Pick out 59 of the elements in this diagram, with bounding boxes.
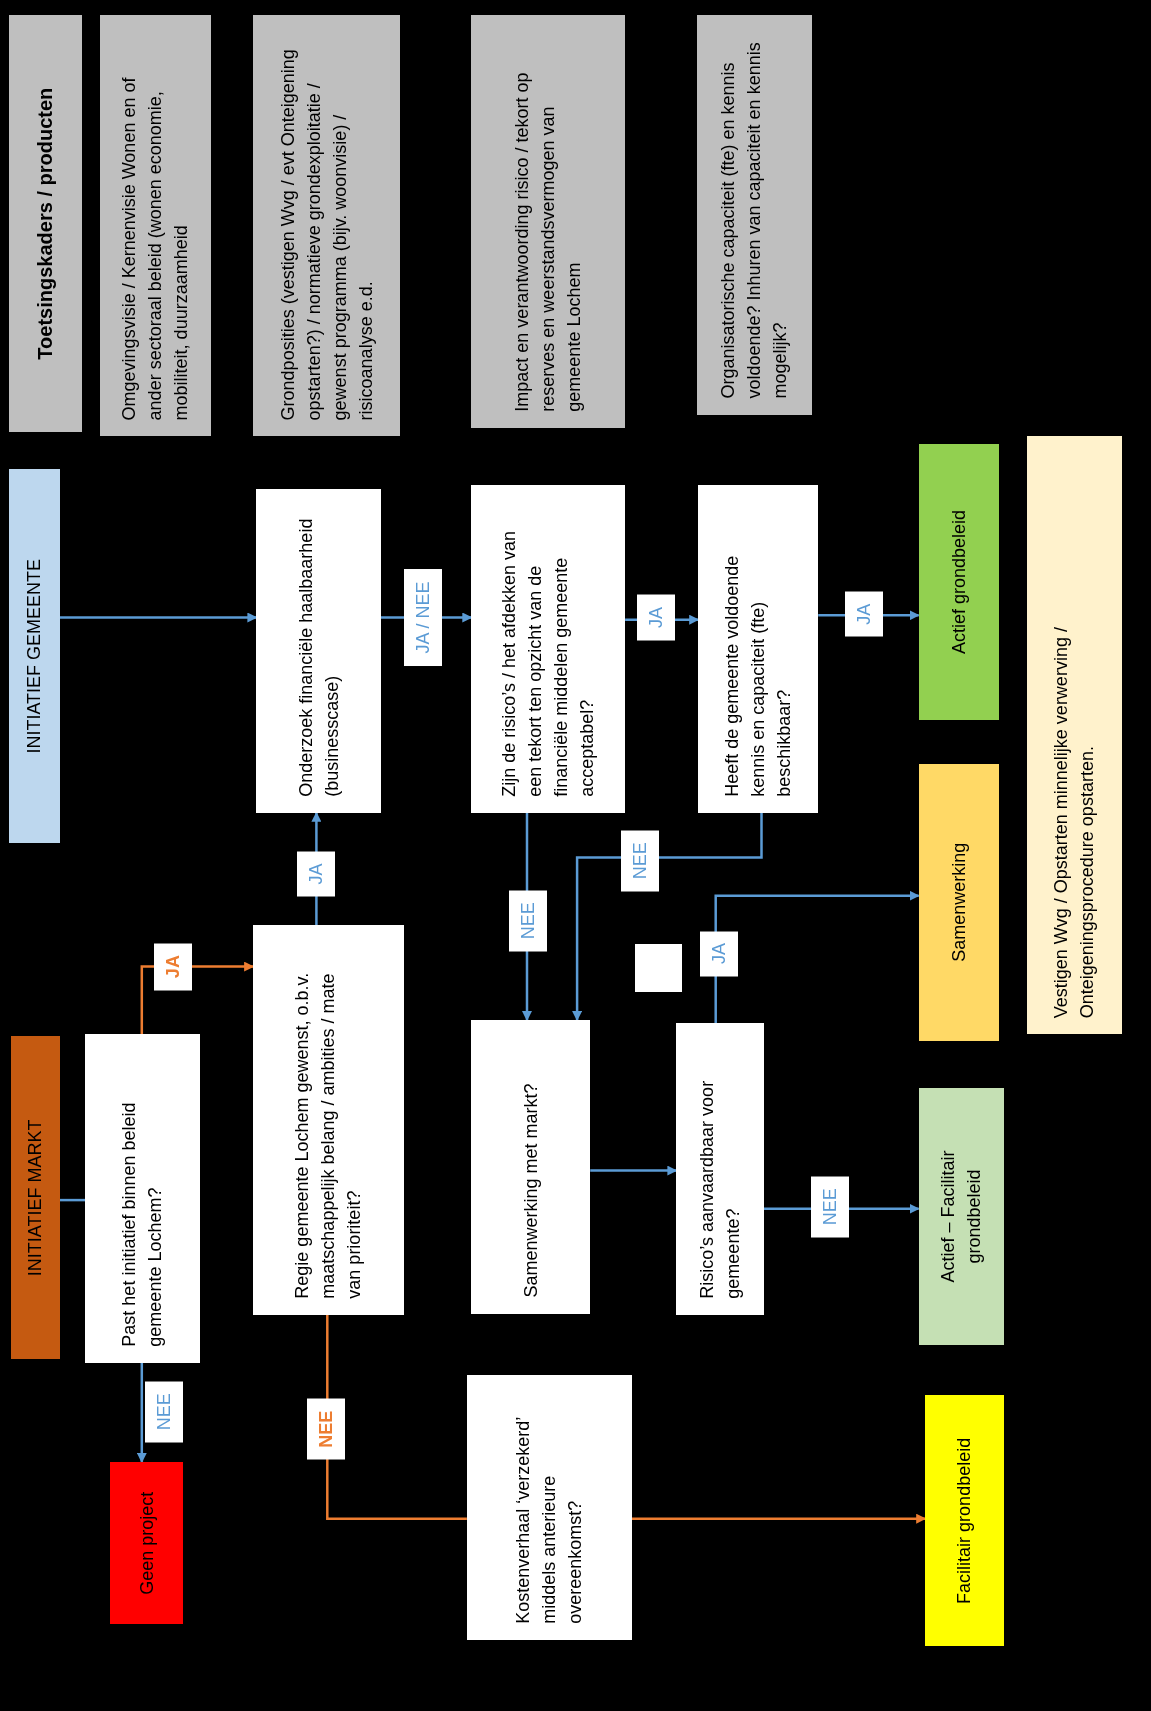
empty-box <box>634 943 682 992</box>
edge-label: JA <box>297 851 336 897</box>
outcome-box <box>918 1087 1004 1346</box>
node-text: Onderzoek financiële haalbaarheid (businesscase) <box>294 517 343 797</box>
outcome-box <box>110 1461 184 1625</box>
connector-arrow <box>572 812 763 1022</box>
connector-arrow <box>631 1513 927 1524</box>
edge-label: JA <box>636 595 675 640</box>
outcome-box <box>918 763 1000 1041</box>
decision-box <box>471 1020 591 1314</box>
node-text: Zijn de risico’s / het afdekken van een tekort ten opzicht van de financiële middelen gemeente acceptabel? <box>498 530 599 797</box>
header-bar <box>8 15 82 433</box>
node-text: Actief – Facilitair grondbeleid <box>937 1149 986 1285</box>
node-text: Past het initiatief binnen beleid gemeente Lochem? <box>118 1101 167 1347</box>
decision-box <box>85 1034 200 1363</box>
header-bar <box>10 1036 60 1360</box>
outcome-box <box>918 444 1000 721</box>
node-text: Samenwerking met markt? <box>519 1083 542 1298</box>
outcome-box <box>925 1395 1004 1647</box>
node-text: Vestigen Wvg / Opstarten minnelijke verwerving / Onteigeningsprocedure opstarten. <box>1050 626 1099 1019</box>
edge-label: JA / NEE <box>404 569 443 666</box>
info-box <box>697 15 812 415</box>
node-text: INITIATIEF GEMEENTE <box>23 558 46 754</box>
node-text: INITIATIEF MARKT <box>24 1119 47 1277</box>
node-text: Impact en verantwoording risico / tekort op reserves en weerstandsvermogen van gemeente Lochem <box>511 71 586 412</box>
edge-label: JA <box>845 591 884 637</box>
connector-arrow <box>60 612 258 623</box>
node-text: Toetsingskaders / producten <box>33 87 58 360</box>
decision-box <box>698 485 819 813</box>
connector-arrow <box>136 1362 147 1463</box>
edge-label: NEE <box>307 1398 346 1460</box>
info-box <box>100 15 211 437</box>
node-text: Regie gemeente Lochem gewenst, o.b.v. maatschappelijk belang / ambities / mate van prioriteit? <box>291 971 366 1299</box>
edge-label: NEE <box>509 890 548 952</box>
edge-label: NEE <box>144 1381 183 1443</box>
edge-label: NEE <box>621 830 660 892</box>
header-bar <box>8 469 60 844</box>
decision-box <box>676 1023 764 1315</box>
decision-box <box>253 925 404 1315</box>
node-text: Organisatorische capaciteit (fte) en kennis voldoende? Inhuren van capaciteit en kennis mogelijk? <box>717 41 792 399</box>
node-text: Actief grondbeleid <box>947 510 970 655</box>
node-text: Heeft de gemeente voldoende kennis en capaciteit (fte) beschikbaar? <box>721 554 796 797</box>
info-box <box>253 15 401 437</box>
decision-box <box>466 1374 632 1640</box>
edge-label: JA <box>154 943 193 991</box>
edge-label: NEE <box>811 1176 850 1238</box>
node-text: Facilitair grondbeleid <box>953 1437 976 1604</box>
info-box <box>471 15 626 428</box>
note-box <box>1026 436 1122 1035</box>
decision-box <box>471 485 626 813</box>
connector-arrow <box>590 1165 678 1176</box>
node-text: Risico’s aanvaardbaar voor gemeente? <box>696 1079 745 1299</box>
process-box <box>256 488 381 813</box>
node-text: Grondposities (vestigen Wvg / evt Onteigening opstarten?) / normatieve grondexploitatie / gewenst programma (bijv. woonvisie) / risicoanalyse e.d. <box>276 48 377 421</box>
node-text: Kostenverhaal ‘verzekerd’ middels anterieure overeenkomst? <box>512 1416 587 1624</box>
edge-label: JA <box>699 931 738 977</box>
node-text: Geen project <box>135 1491 158 1595</box>
node-text: Omgevingsvisie / Kernenvisie Wonen en of ander sectoraal beleid (wonen economie, mobiliteit, duurzaamheid <box>118 76 193 421</box>
node-text: Samenwerking <box>947 842 970 962</box>
